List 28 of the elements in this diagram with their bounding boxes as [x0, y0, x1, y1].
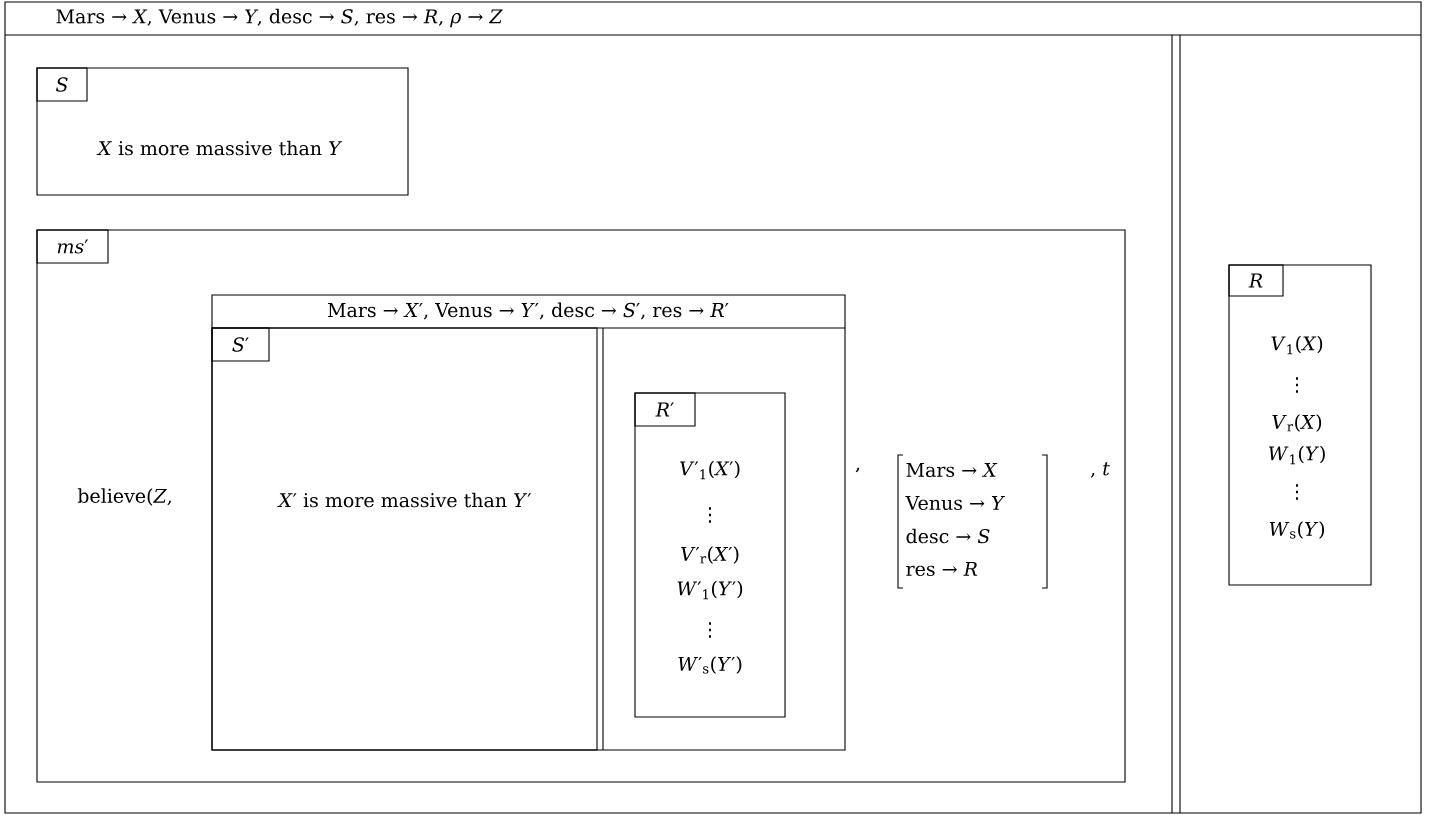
condition-text: W$_{s}$(Y) — [1269, 521, 1324, 539]
predicate-text: believe(Z, — [77, 488, 171, 506]
vertical-ellipsis: ⋮ — [1296, 484, 1298, 500]
box-label: R — [1228, 264, 1284, 297]
condition-text: V$_{1}$(X) — [1271, 335, 1323, 355]
matrix-entry: res → R — [906, 561, 978, 577]
box-label: ms′ — [36, 229, 109, 264]
comma: , — [855, 467, 860, 473]
vertical-ellipsis: ⋮ — [1296, 377, 1298, 393]
matrix-entry: desc → S — [906, 528, 990, 544]
condition-text: V′$_{1}$(X′) — [680, 460, 740, 480]
condition-text: W$_{1}$(Y) — [1268, 445, 1325, 465]
argument-text: , t — [1090, 462, 1110, 478]
vertical-ellipsis: ⋮ — [709, 622, 711, 638]
condition-text: V′$_{r}$(X′) — [681, 546, 739, 564]
mapping-header: Mars → X, Venus → Y, desc → S, res → R, ρ → Z — [56, 8, 503, 28]
matrix-entry: Mars → X — [906, 462, 998, 478]
condition-text: V$_{r}$(X) — [1272, 414, 1322, 432]
condition-text: X′ is more massive than Y′ — [277, 492, 532, 508]
box-label: R′ — [634, 392, 696, 427]
matrix-entry: Venus → Y — [905, 495, 1006, 511]
condition-text: W′$_{s}$(Y′) — [678, 656, 742, 674]
box-label: S′ — [211, 327, 270, 362]
condition-text: X is more massive than Y — [96, 140, 343, 156]
condition-text: W′$_{1}$(Y′) — [677, 580, 743, 600]
vertical-ellipsis: ⋮ — [709, 507, 711, 523]
mapping-header: Mars → X′, Venus → Y′, desc → S′, res → R′ — [327, 302, 729, 320]
box-label: S — [36, 67, 88, 102]
